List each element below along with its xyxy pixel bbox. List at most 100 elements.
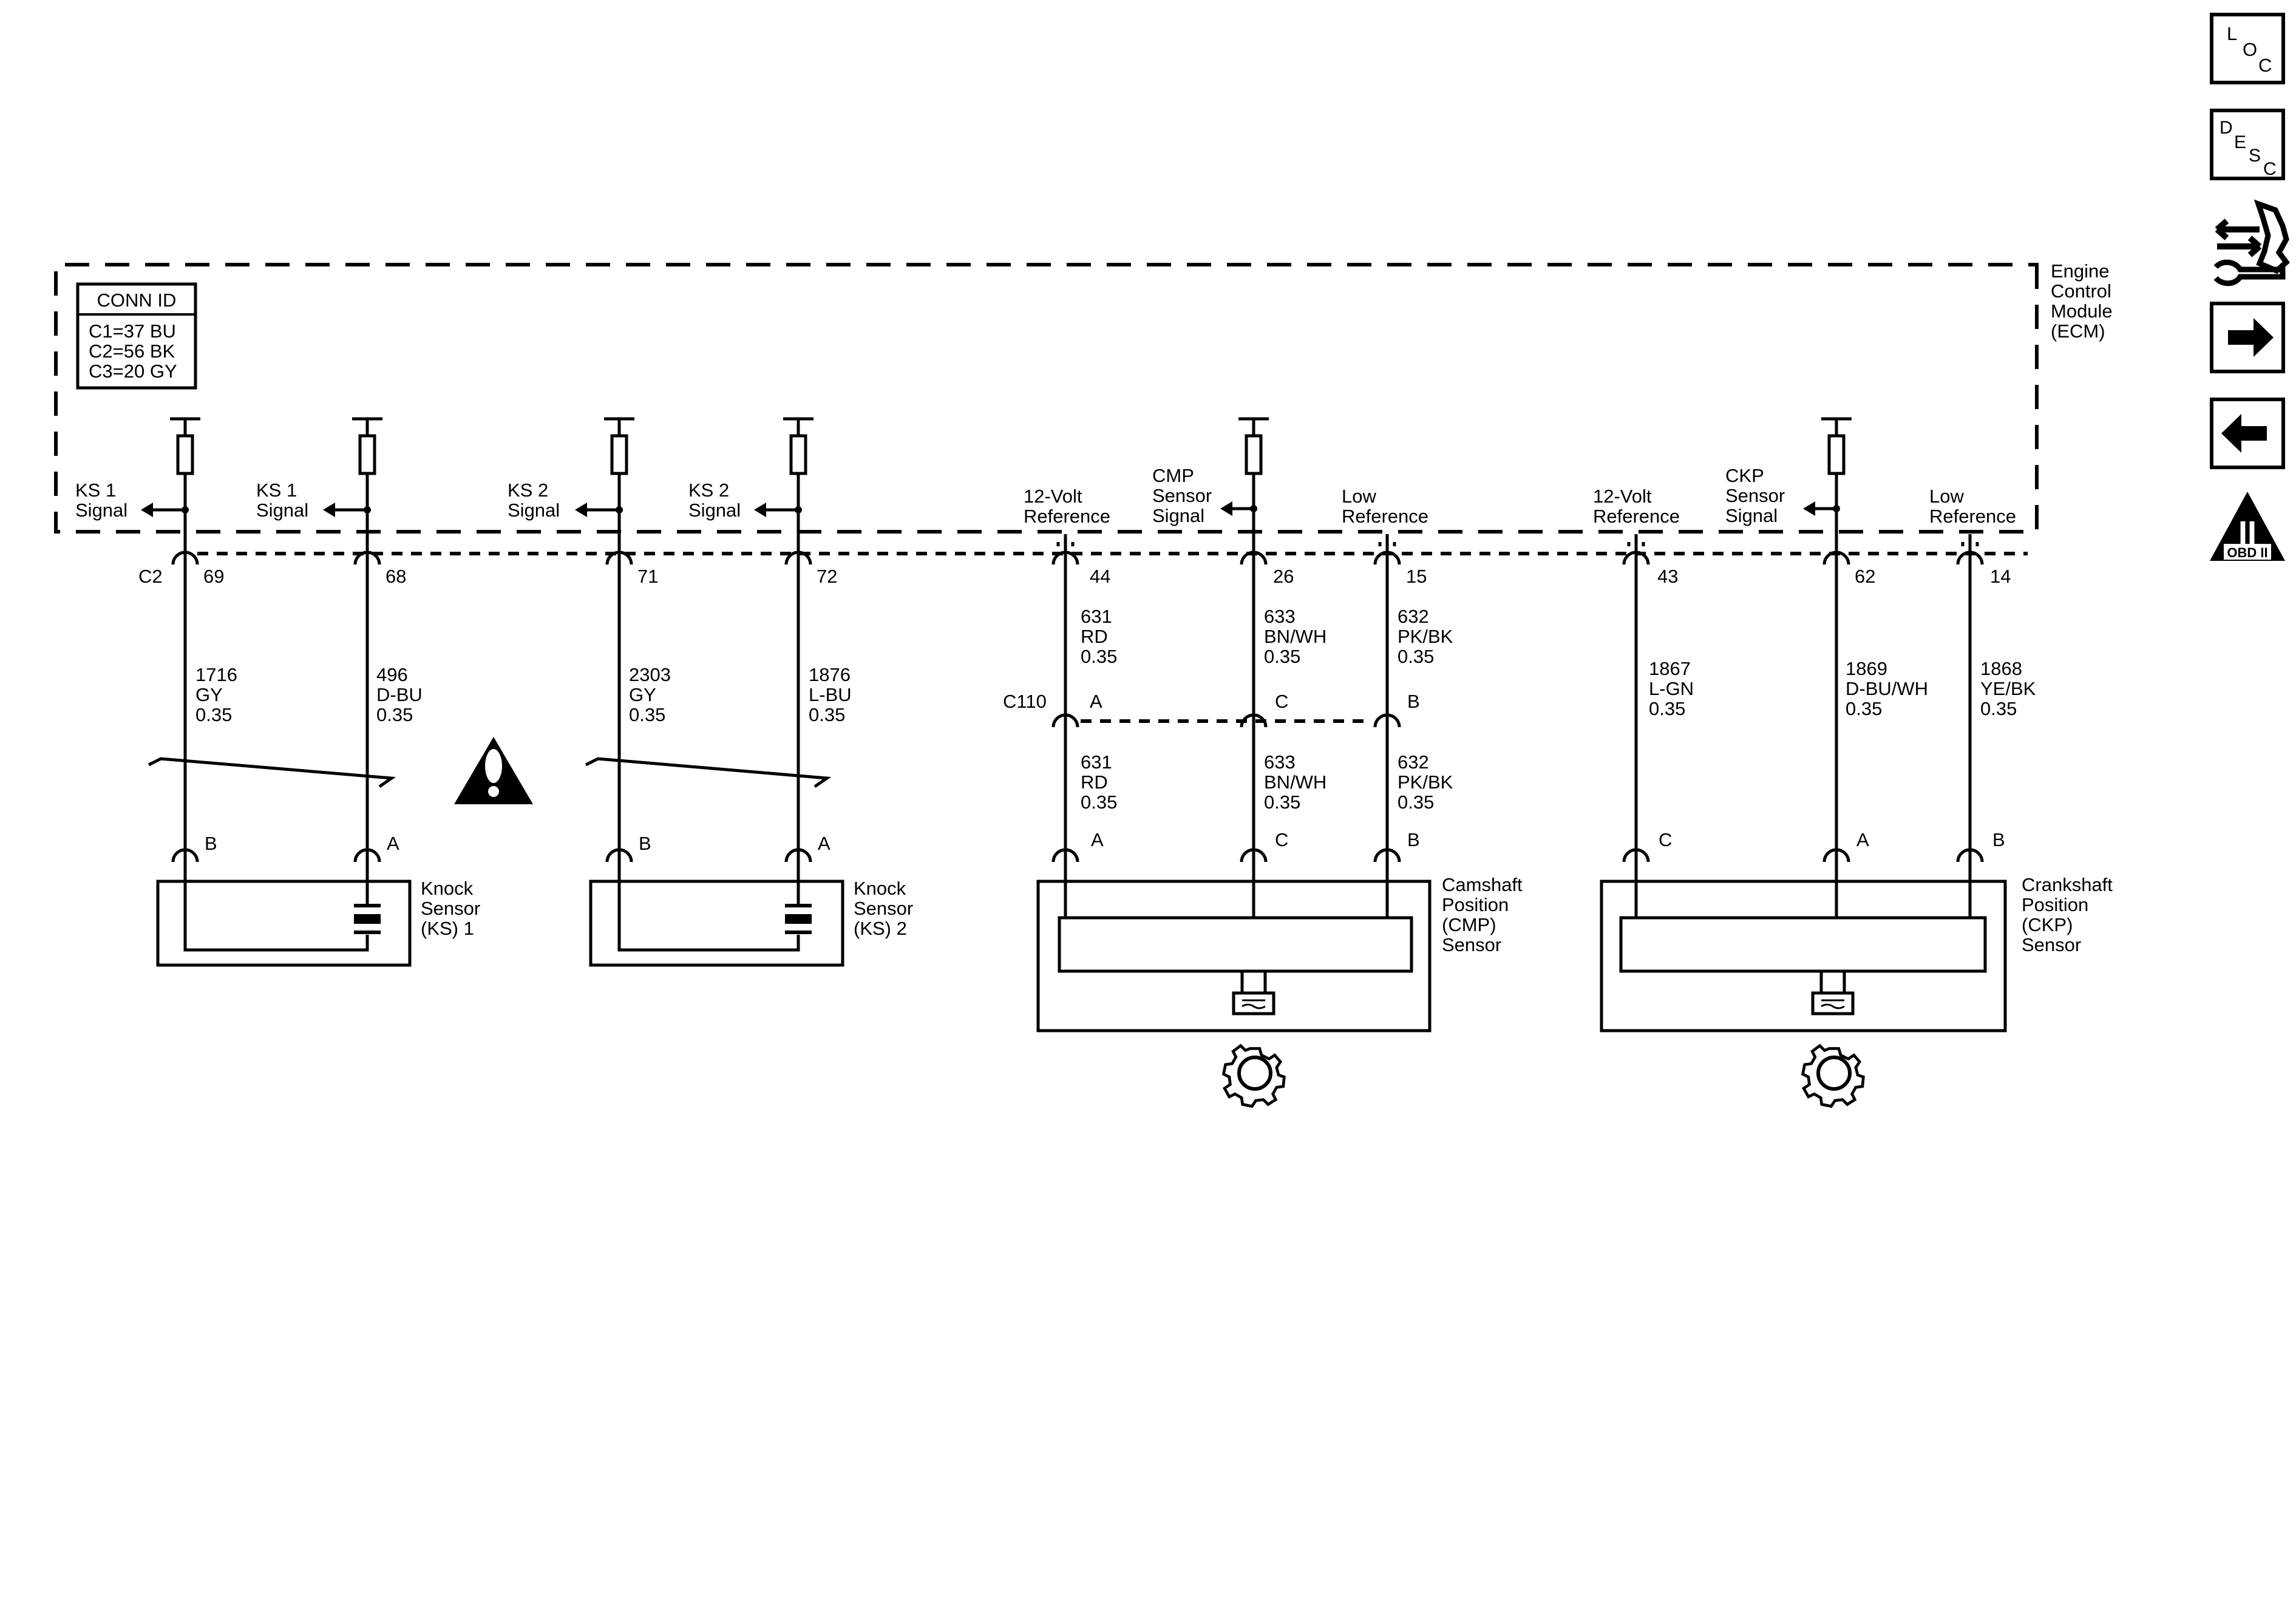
wire-label: 0.35 xyxy=(809,704,845,725)
wire-label: 0.35 xyxy=(1398,792,1434,813)
ecm-boundary xyxy=(54,263,2039,534)
signal-label: Low xyxy=(1342,486,1376,507)
wire-label: D-BU xyxy=(376,684,423,705)
signal-label: CMP xyxy=(1152,465,1194,486)
c110-connector-label: C110 xyxy=(1003,691,1047,712)
next-button[interactable] xyxy=(2210,302,2285,373)
svg-text:C: C xyxy=(2263,159,2277,179)
pin-number: 68 xyxy=(385,566,406,587)
wire-label: 1876 xyxy=(809,664,851,685)
signal-label: Signal xyxy=(256,500,308,521)
sensor-label: Crankshaft xyxy=(2022,874,2113,895)
c110-pin-label: B xyxy=(1407,691,1420,712)
svg-text:E: E xyxy=(2234,132,2246,152)
cmp-sensor: Camshaft Position (CMP) Sensor xyxy=(1036,874,1523,1032)
wire-label: 496 xyxy=(376,664,408,685)
svg-text:OBD II: OBD II xyxy=(2227,545,2267,560)
pin-number: 44 xyxy=(1090,566,1110,587)
desc-button[interactable]: D E S C xyxy=(2210,109,2285,180)
circuit-ckp-low-reference: Low Reference 14 1868 YE/BK 0.35 B xyxy=(1929,486,2036,876)
knock-sensor-2: Knock Sensor (KS) 2 xyxy=(589,874,913,967)
circuit-ks1-signal-69: KS 1 Signal 69 1716 GY 0.35 B xyxy=(75,417,237,874)
conn-id-line: C2=56 BK xyxy=(89,341,175,362)
wire-label: 0.35 xyxy=(1649,698,1685,719)
conn-id-box: CONN ID C1=37 BU C2=56 BK C3=20 GY xyxy=(76,282,197,390)
circuit-cmp-sensor-signal: CMP Sensor Signal 26 633 BN/WH 0.35 C 63… xyxy=(1152,417,1326,876)
connector-tool-button[interactable] xyxy=(2213,199,2291,286)
sensor-label: (CKP) xyxy=(2022,914,2073,935)
sensor-pin-label: B xyxy=(639,833,651,854)
c110-pin-label: A xyxy=(1090,691,1102,712)
twisted-pair-marker xyxy=(148,757,396,788)
wire-label: BN/WH xyxy=(1264,771,1326,793)
sensor-pin-label: B xyxy=(205,833,217,854)
pin-number: 62 xyxy=(1855,566,1875,587)
wire-label: BN/WH xyxy=(1264,626,1326,647)
next-arrow-icon xyxy=(2228,318,2274,357)
obd-ii-button[interactable]: II OBD II xyxy=(2210,492,2285,561)
sensor-label: Knock xyxy=(421,878,474,899)
ecm-label: Engine Control Module (ECM) xyxy=(2051,260,2113,342)
signal-label: Reference xyxy=(1593,506,1680,527)
knock-sensor-1: Knock Sensor (KS) 1 xyxy=(156,874,480,967)
sensor-label: Sensor xyxy=(421,898,480,919)
sensor-label: Camshaft xyxy=(1442,874,1523,895)
signal-label: Sensor xyxy=(1152,485,1212,506)
signal-label: Sensor xyxy=(1725,485,1785,506)
sensor-label: (CMP) xyxy=(1442,914,1496,935)
signal-label: Signal xyxy=(75,500,127,521)
signal-label: CKP xyxy=(1725,465,1764,486)
wire-label: 0.35 xyxy=(1081,792,1117,813)
sensor-pin-label: B xyxy=(1992,829,2005,850)
svg-text:O: O xyxy=(2243,39,2257,60)
wire-label: L-GN xyxy=(1649,678,1694,699)
wire-label: RD xyxy=(1081,771,1108,793)
loc-button[interactable]: L O C xyxy=(2210,13,2285,84)
sensor-pin-label: C xyxy=(1275,829,1288,850)
wire-label: 1867 xyxy=(1649,658,1691,679)
sensor-label: Sensor xyxy=(2022,934,2081,955)
sensor-label: Sensor xyxy=(854,898,913,919)
wire-label: 632 xyxy=(1398,606,1429,627)
twisted-pair-marker xyxy=(585,757,832,788)
connector-tool-icon xyxy=(2213,199,2291,286)
pin-number: 15 xyxy=(1406,566,1427,587)
pin-number: 26 xyxy=(1273,566,1294,587)
wire-label: D-BU/WH xyxy=(1846,678,1928,699)
circuit-ckp-12v-reference: 12-Volt Reference 43 1867 L-GN 0.35 C xyxy=(1593,486,1694,876)
sensor-pin-label: A xyxy=(387,833,399,854)
wire-label: PK/BK xyxy=(1398,771,1453,793)
wire-label: 0.35 xyxy=(1398,646,1434,667)
pin-number: 71 xyxy=(637,566,658,587)
svg-text:L: L xyxy=(2227,23,2237,44)
svg-text:(ECM): (ECM) xyxy=(2051,320,2105,342)
wire-label: 0.35 xyxy=(195,704,232,725)
pin-number: 72 xyxy=(817,566,837,587)
sensor-label: Sensor xyxy=(1442,934,1501,955)
signal-label: Low xyxy=(1929,486,1964,507)
svg-text:Engine: Engine xyxy=(2051,260,2110,282)
conn-id-title: CONN ID xyxy=(97,290,177,311)
signal-label: KS 2 xyxy=(508,480,548,501)
signal-label: KS 1 xyxy=(75,480,116,501)
desc-icon xyxy=(2210,109,2285,180)
prev-button[interactable] xyxy=(2210,398,2285,469)
warning-icon[interactable] xyxy=(454,737,533,804)
signal-label: Reference xyxy=(1929,506,2016,527)
conn-id-line: C3=20 GY xyxy=(89,361,177,382)
wire-label: 0.35 xyxy=(376,704,413,725)
wire-label: 0.35 xyxy=(1846,698,1882,719)
circuit-ks1-signal-68: KS 1 Signal 68 496 D-BU 0.35 A xyxy=(256,417,423,874)
wire-label: 1868 xyxy=(1980,658,2022,679)
sensor-pin-label: A xyxy=(1856,829,1869,850)
svg-text:D: D xyxy=(2220,118,2233,138)
signal-label: KS 2 xyxy=(688,480,729,501)
c2-connector-label: C2 xyxy=(138,566,163,587)
wire-label: 633 xyxy=(1264,751,1296,773)
circuit-ks2-signal-71: KS 2 Signal 71 2303 GY 0.35 B xyxy=(508,417,671,874)
circuit-ckp-sensor-signal: CKP Sensor Signal 62 1869 D-BU/WH 0.35 A xyxy=(1725,417,1928,876)
svg-text:Module: Module xyxy=(2051,300,2113,322)
loc-icon xyxy=(2210,13,2285,84)
wire-label: PK/BK xyxy=(1398,626,1453,647)
wire-label: 0.35 xyxy=(1081,646,1117,667)
